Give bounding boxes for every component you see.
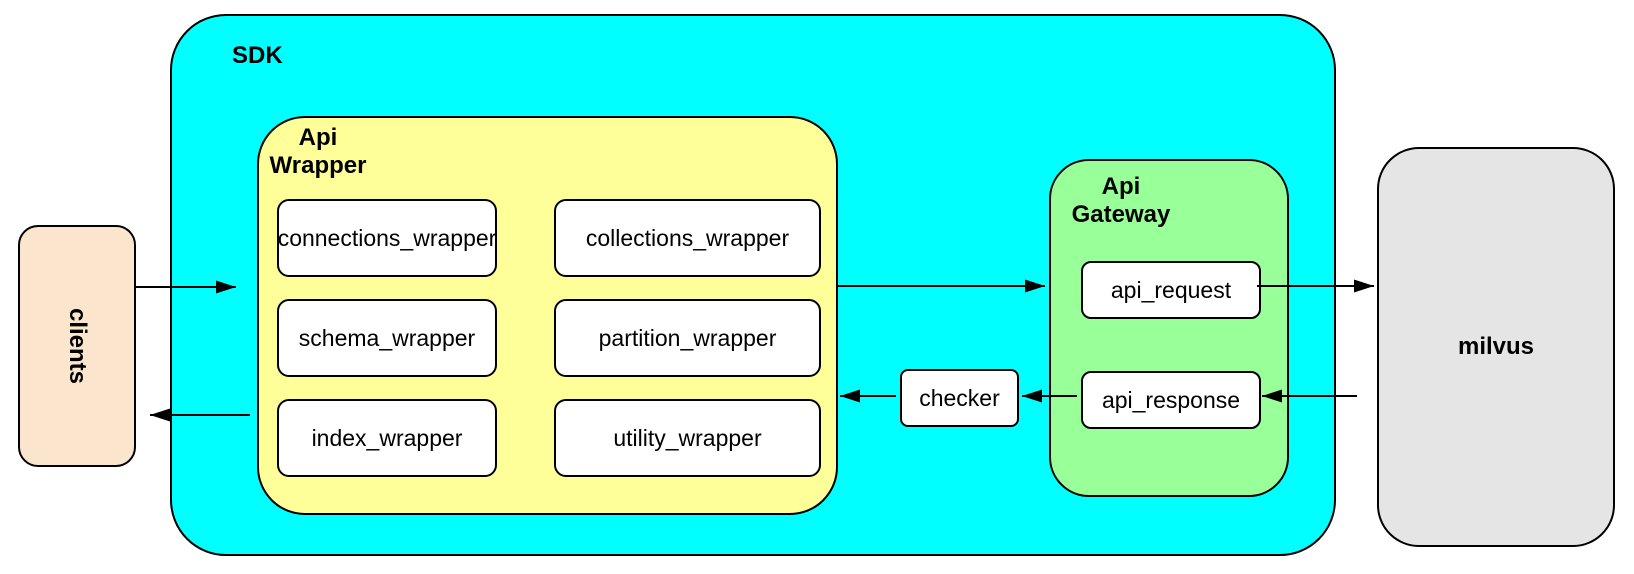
milvus-label: milvus (1457, 333, 1535, 360)
api-gateway-label: Api Gateway (1071, 173, 1171, 228)
schema-wrapper-box: schema_wrapper (277, 299, 497, 377)
index-wrapper-box: index_wrapper (277, 399, 497, 477)
connections-wrapper-box: connections_wrapper (277, 199, 497, 277)
partition-wrapper-box: partition_wrapper (554, 299, 821, 377)
milvus-box: milvus (1377, 147, 1615, 547)
sdk-container: SDK Api Wrapper connections_wrapper coll… (170, 14, 1336, 556)
collections-wrapper-box: collections_wrapper (554, 199, 821, 277)
api-wrapper-label: Api Wrapper (269, 124, 367, 179)
clients-label: clients (64, 307, 91, 385)
clients-box: clients (18, 225, 136, 467)
utility-wrapper-box: utility_wrapper (554, 399, 821, 477)
api-response-box: api_response (1081, 371, 1261, 429)
sdk-label: SDK (232, 42, 283, 69)
api-gateway-container: Api Gateway api_request api_response (1049, 159, 1289, 497)
api-wrapper-container: Api Wrapper connections_wrapper collecti… (257, 116, 838, 515)
api-request-box: api_request (1081, 261, 1261, 319)
checker-box: checker (900, 369, 1019, 427)
